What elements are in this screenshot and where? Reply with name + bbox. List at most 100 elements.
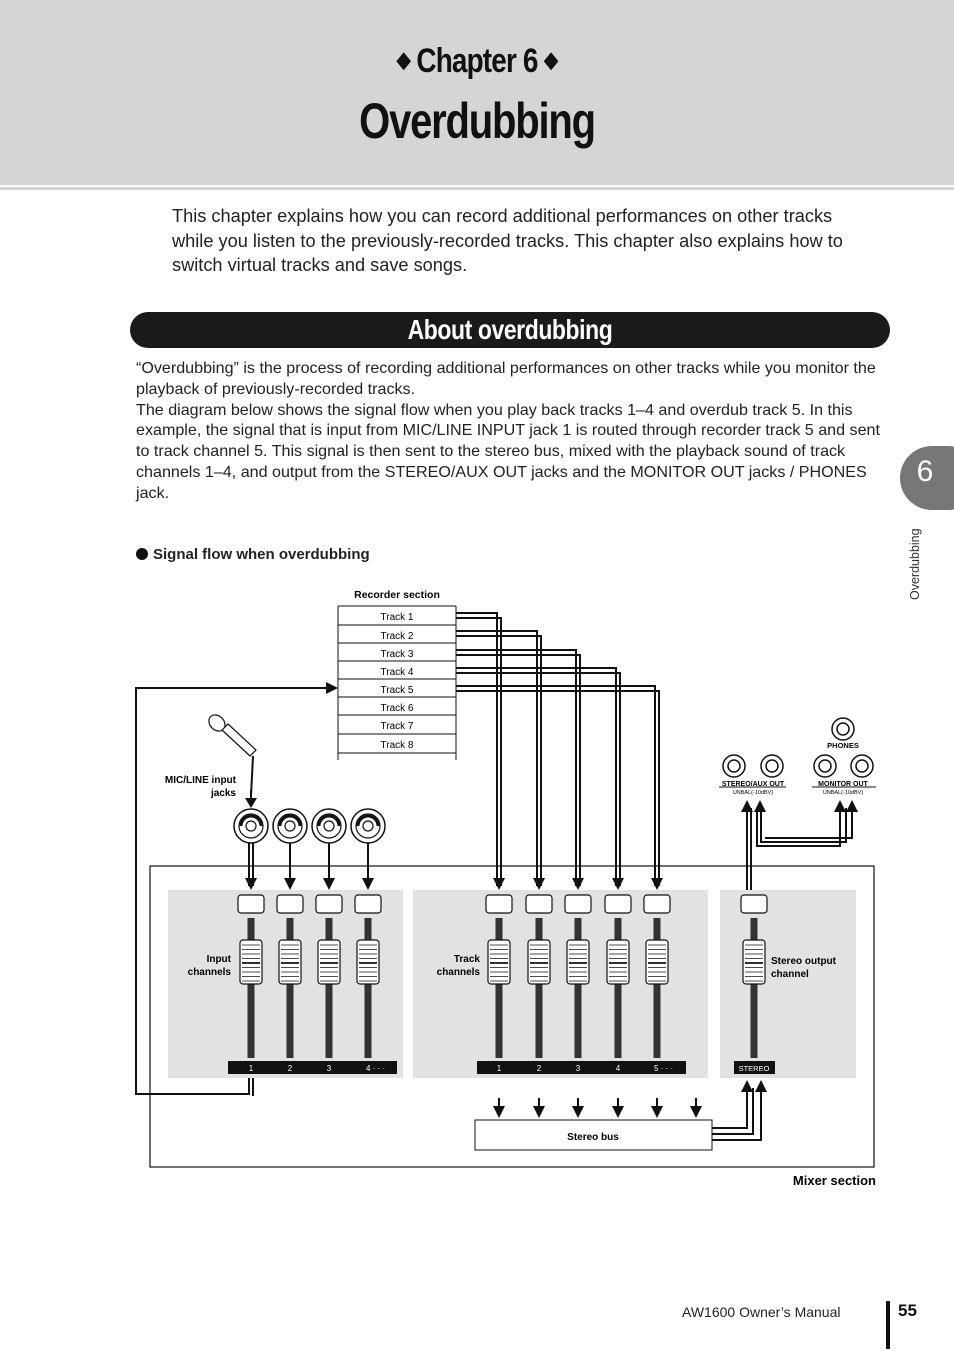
channel-strip [604,894,632,1058]
channel-number: 3 [576,1064,581,1073]
monitor-out-label: MONITOR OUT [818,781,868,788]
channel-number: 1 [249,1064,254,1073]
channel-number: 4 [616,1064,621,1073]
channel-strips [237,894,768,1058]
channel-strip [237,894,265,1058]
channel-number: 4 · · · [366,1064,385,1073]
track-label: Track 2 [381,631,414,642]
input-number-strip [228,1061,397,1074]
stereo-aux-jack-icon [722,754,746,778]
fader-track [286,918,294,1058]
mic-line-jacks [233,808,386,844]
track-label: Track 1 [381,612,414,623]
chapter-title: Overdubbing [359,93,596,149]
combo-jack-icon [350,808,386,844]
combo-jack-icon [311,808,347,844]
chapter-header-band [0,0,954,185]
stereo-output-panel [720,890,856,1078]
stereo-bus-label: Stereo bus [567,1132,619,1143]
fader-track [364,918,372,1058]
output-jacks [719,717,876,788]
channel-knob-icon [564,894,592,914]
recorder-section-label: Recorder section [354,589,440,601]
footer-rule [886,1301,890,1349]
fader-track [495,918,503,1058]
fader-cap-icon [645,939,669,985]
fader-cap-icon [487,939,511,985]
stereo-number-strip [734,1061,775,1074]
channel-strip [525,894,553,1058]
fader-track [247,918,255,1058]
channel-strip [315,894,343,1058]
fader-track [653,918,661,1058]
fader-track [535,918,543,1058]
mixer-section-label: Mixer section [793,1173,876,1188]
channel-number: 2 [288,1064,293,1073]
monitor-out-sublabel: UNBAL(-10dBV) [823,790,864,796]
fader-cap-icon [527,939,551,985]
group-label: Stereo output [771,956,837,967]
combo-jack-icon [233,808,269,844]
stereo-aux-label: STEREO/AUX OUT [722,781,785,788]
group-label: channels [188,967,232,978]
stereo-bus-box [474,1119,713,1151]
diamond-icon: ◆ [544,47,558,72]
channel-strip [354,894,382,1058]
section-heading-bar: About overdubbing [130,312,890,348]
channel-knob-icon [643,894,671,914]
bullet-icon [136,548,148,560]
footer-manual-title: AW1600 Owner’s Manual [682,1304,841,1320]
track-label: Track 7 [381,721,414,732]
arrowheads [245,878,374,890]
diamond-icon: ◆ [396,47,411,72]
track-route-lines [456,612,660,886]
group-label: channels [437,967,481,978]
recorder-section [337,605,457,760]
fader-cap-icon [356,939,380,985]
section-title: About overdubbing [407,314,613,345]
channel-strip [740,894,768,1058]
track-label: Track 8 [381,740,414,751]
header-rule [0,187,954,190]
input-route-lines [248,843,369,886]
fader-track [325,918,333,1058]
channel-knob-icon [315,894,343,914]
arrowheads [493,1080,767,1118]
section-body: “Overdubbing” is the process of recordin… [136,358,888,504]
channel-knob-icon [276,894,304,914]
channel-knob-icon [525,894,553,914]
stereo-aux-jack-icon [760,754,784,778]
record-route-line [135,687,330,1095]
phones-jack-icon [831,717,855,741]
page-number: 55 [898,1301,917,1320]
body-paragraph: The diagram below shows the signal flow … [136,400,880,502]
mic-line-label: jacks [210,788,236,799]
group-label: Track [454,954,481,965]
fader-track [750,918,758,1058]
group-label: Input [207,954,232,965]
microphone-icon [208,714,257,797]
track-label: Track 4 [381,667,414,678]
track-label: Track 6 [381,703,414,714]
stereo-aux-sublabel: UNBAL(-10dBV) [733,790,774,796]
chapter-tab-number: 6 [916,455,934,488]
intro-paragraph: This chapter explains how you can record… [172,206,843,275]
arrowhead [326,682,338,694]
channel-knob-icon [604,894,632,914]
fader-cap-icon [742,939,766,985]
fader-cap-icon [278,939,302,985]
channel-number: 1 [497,1064,502,1073]
chapter-label: ◆Chapter 6◆ [86,42,868,81]
body-paragraph: “Overdubbing” is the process of recordin… [136,359,876,398]
track-label: Track 5 [381,685,414,696]
monitor-out-jack-icon [850,754,874,778]
monitor-out-jack-icon [813,754,837,778]
channel-strip [564,894,592,1058]
channel-knob-icon [237,894,265,914]
figure-heading: Signal flow when overdubbing [136,546,370,563]
combo-jack-icon [272,808,308,844]
track-number-strip [477,1061,686,1074]
fader-cap-icon [239,939,263,985]
arrowheads [741,800,858,812]
